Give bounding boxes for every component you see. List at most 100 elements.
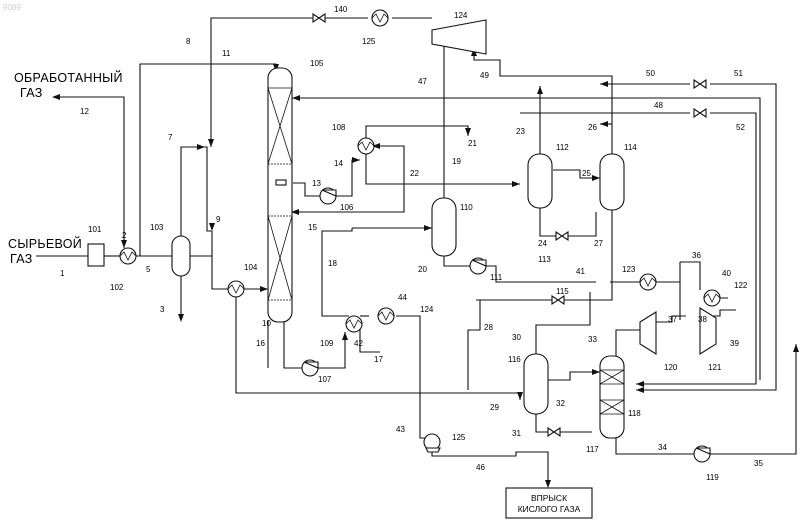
valve-113	[556, 232, 568, 240]
label-101: 101	[88, 225, 102, 234]
label-16: 16	[256, 339, 265, 348]
label-49: 49	[480, 71, 489, 80]
label-31: 31	[512, 429, 521, 438]
heat-exchanger-108	[358, 138, 374, 154]
label-24: 24	[538, 239, 547, 248]
pump-119	[694, 446, 710, 462]
label-140: 140	[334, 5, 348, 14]
label-1: 1	[60, 269, 65, 278]
valve-52	[694, 109, 706, 117]
label-11: 11	[222, 49, 231, 58]
label-43: 43	[396, 425, 405, 434]
label-110: 110	[460, 203, 473, 212]
label-39: 39	[730, 339, 739, 348]
feed-gas-label-line1: СЫРЬЕВОЙ	[8, 236, 82, 251]
label-117: 117	[586, 445, 599, 454]
label-124-upper: 124	[454, 11, 468, 20]
vessel-110	[432, 198, 456, 256]
heat-exchanger-125-upper	[372, 10, 388, 26]
label-27: 27	[594, 239, 603, 248]
label-18: 18	[328, 259, 337, 268]
acid-gas-label-line2: КИСЛОГО ГАЗА	[518, 504, 581, 514]
label-103: 103	[150, 223, 164, 232]
label-29: 29	[490, 403, 499, 412]
label-46: 46	[476, 463, 485, 472]
label-15: 15	[308, 223, 317, 232]
feed-gas-label-line2: ГАЗ	[10, 252, 33, 266]
label-9: 9	[216, 215, 221, 224]
label-3: 3	[160, 305, 165, 314]
label-41: 41	[576, 267, 585, 276]
separator-103	[172, 236, 190, 276]
piping-lines	[36, 18, 796, 486]
label-13: 13	[312, 179, 321, 188]
treated-gas-label-line2: ГАЗ	[20, 86, 43, 100]
label-35: 35	[754, 459, 763, 468]
label-124-lower: 124	[420, 305, 434, 314]
label-113: 113	[538, 255, 551, 264]
compressor-120	[640, 312, 656, 354]
compressor-124-upper	[432, 20, 486, 54]
label-25: 25	[582, 169, 591, 178]
label-109: 109	[320, 339, 334, 348]
label-21: 21	[468, 139, 477, 148]
label-105: 105	[310, 59, 324, 68]
label-102: 102	[110, 283, 124, 292]
label-22: 22	[410, 169, 419, 178]
acid-gas-label-line1: ВПРЫСК	[531, 493, 567, 503]
label-26: 26	[588, 123, 597, 132]
label-120: 120	[664, 363, 678, 372]
treated-gas-label-line1: ОБРАБОТАННЫЙ	[14, 70, 123, 85]
label-44: 44	[398, 293, 407, 302]
watermark: 9089	[3, 3, 21, 12]
pump-125	[424, 434, 440, 452]
valve-115	[552, 296, 564, 304]
reference-numbers: 1 2 3 5 7 8 9 10 11 12 13 14 15 16 17 18…	[60, 5, 763, 482]
label-52: 52	[736, 123, 745, 132]
label-104: 104	[244, 263, 258, 272]
label-116: 116	[508, 355, 521, 364]
label-37: 37	[668, 315, 677, 324]
heat-exchanger-124-lower	[378, 308, 394, 324]
vessel-116	[524, 354, 548, 414]
pump-111	[470, 258, 486, 274]
label-28: 28	[484, 323, 493, 332]
label-112: 112	[556, 143, 569, 152]
column-118	[600, 356, 624, 438]
heat-exchanger-104	[228, 281, 244, 297]
label-14: 14	[334, 159, 343, 168]
heat-exchanger-109	[346, 316, 362, 332]
label-32: 32	[556, 399, 565, 408]
heat-exchanger-102	[120, 248, 136, 264]
flow-arrows	[52, 38, 799, 488]
pump-106	[320, 188, 336, 204]
label-119: 119	[706, 473, 719, 482]
label-118: 118	[628, 409, 641, 418]
heat-exchanger-122	[704, 290, 720, 306]
label-115: 115	[556, 287, 569, 296]
label-40: 40	[722, 269, 731, 278]
label-106: 106	[340, 203, 354, 212]
label-107: 107	[318, 375, 332, 384]
label-8: 8	[186, 37, 191, 46]
label-121: 121	[708, 363, 722, 372]
pump-107	[302, 360, 318, 376]
label-42: 42	[354, 339, 363, 348]
label-125-lower: 125	[452, 433, 466, 442]
label-38: 38	[698, 315, 707, 324]
label-5: 5	[146, 265, 151, 274]
valve-51	[694, 80, 706, 88]
label-34: 34	[658, 443, 667, 452]
label-47: 47	[418, 77, 427, 86]
label-20: 20	[418, 265, 427, 274]
label-50: 50	[646, 69, 655, 78]
label-108: 108	[332, 123, 346, 132]
label-19: 19	[452, 157, 461, 166]
label-48: 48	[654, 101, 663, 110]
label-33: 33	[588, 335, 597, 344]
label-51: 51	[734, 69, 743, 78]
label-17: 17	[374, 355, 383, 364]
vessel-112	[528, 154, 552, 208]
valve-140	[313, 14, 325, 22]
